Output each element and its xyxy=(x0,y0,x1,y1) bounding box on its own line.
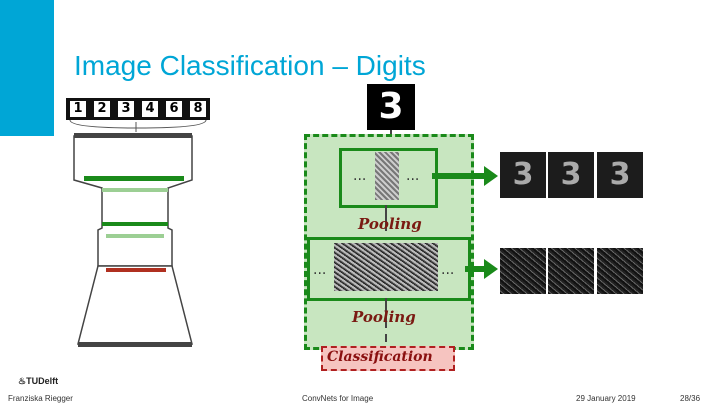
footer-date: 29 January 2019 xyxy=(576,394,636,403)
network-funnel-diagram xyxy=(60,118,210,350)
green-arrow-shaft-1 xyxy=(432,173,486,179)
footer-topic: ConvNets for Image xyxy=(302,394,373,403)
conv-layer-bar xyxy=(102,222,168,226)
feature-map-2: 3 xyxy=(548,152,594,198)
digit-example: 6 xyxy=(166,101,182,117)
green-arrow-head-2 xyxy=(484,259,498,279)
feature-map-6 xyxy=(597,248,643,294)
ellipsis-left-1: ... xyxy=(353,168,366,184)
feature-map-3: 3 xyxy=(597,152,643,198)
conv-layer-bar xyxy=(84,176,184,181)
flame-icon: ♨ xyxy=(18,376,26,386)
pool-layer-bar xyxy=(102,188,168,192)
ellipsis-left-2: ... xyxy=(313,262,326,278)
tudelft-logo: ♨TUDelft xyxy=(18,376,58,387)
arrow-line xyxy=(385,334,387,342)
feature-map-5 xyxy=(548,248,594,294)
digit-examples-strip: 1 2 3 4 6 8 xyxy=(66,98,210,120)
footer-author: Franziska Riegger xyxy=(8,394,73,403)
footer-page-number: 28/36 xyxy=(680,394,700,403)
ellipsis-right-2: ... xyxy=(441,262,454,278)
ellipsis-right-1: ... xyxy=(406,168,419,184)
digit-example: 2 xyxy=(94,101,110,117)
conv-filter-noise-1 xyxy=(375,152,399,200)
digit-example: 1 xyxy=(70,101,86,117)
green-arrow-head-1 xyxy=(484,166,498,186)
input-digit-image: 3 xyxy=(367,84,415,130)
page-title: Image Classification – Digits xyxy=(74,50,426,82)
digit-example: 4 xyxy=(142,101,158,117)
classification-label: Classification xyxy=(327,349,433,365)
digit-example: 3 xyxy=(118,101,134,117)
pooling-label-1: Pooling xyxy=(358,215,422,233)
pooling-label-2: Pooling xyxy=(352,308,416,326)
conv-filter-noise-2 xyxy=(334,243,438,291)
feature-map-4 xyxy=(500,248,546,294)
green-arrow-shaft-2 xyxy=(465,266,486,272)
feature-map-1: 3 xyxy=(500,152,546,198)
corner-accent-block xyxy=(0,0,54,136)
output-layer-bar xyxy=(78,342,192,347)
classification-layer-bar xyxy=(106,268,166,272)
input-layer-bar xyxy=(74,133,192,138)
digit-example: 8 xyxy=(190,101,206,117)
pool-layer-bar xyxy=(106,234,164,238)
